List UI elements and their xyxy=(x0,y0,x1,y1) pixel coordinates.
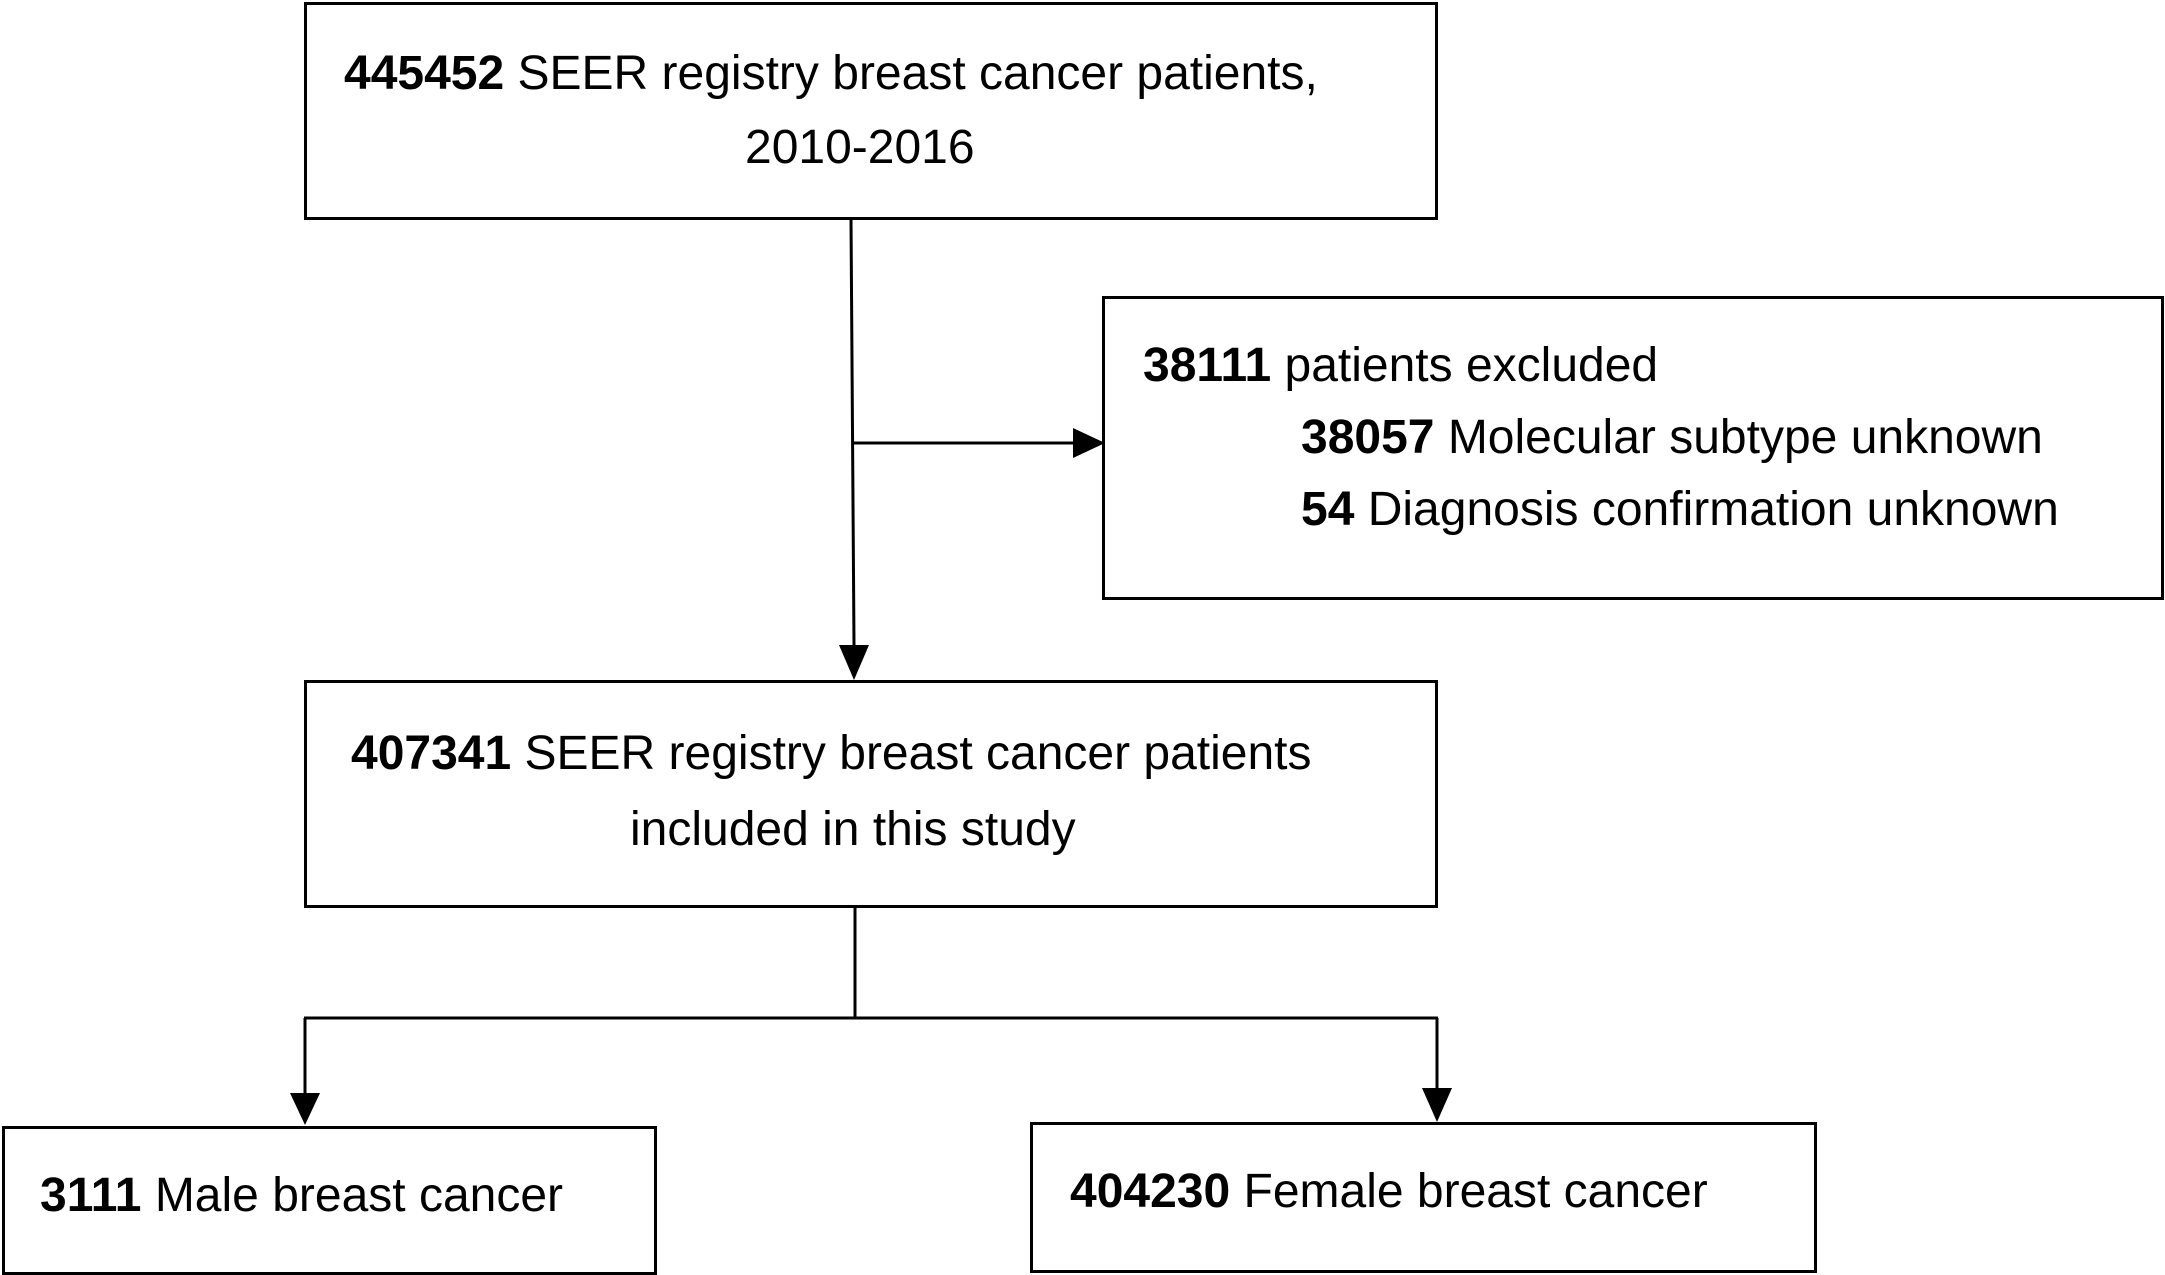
exclusion-reason-subtype: 38057 Molecular subtype unknown xyxy=(1301,414,2043,462)
excluded-total-text: patients excluded xyxy=(1271,339,1659,392)
total-patients-line1: 445452 SEER registry breast cancer patie… xyxy=(344,50,1318,98)
total-patients-years: 2010-2016 xyxy=(745,121,975,174)
total-patients-count: 445452 xyxy=(344,47,505,100)
female-breast-cancer-text: Female breast cancer xyxy=(1230,1165,1708,1218)
exclusion-reason-diagnosis-count: 54 xyxy=(1301,483,1355,536)
female-breast-cancer-count: 404230 xyxy=(1070,1165,1231,1218)
total-patients-text: SEER registry breast cancer patients, xyxy=(504,47,1318,100)
exclusion-reason-diagnosis-text: Diagnosis confirmation unknown xyxy=(1354,483,2059,536)
female-breast-cancer-box xyxy=(1030,1122,1817,1273)
arrow-to-excluded xyxy=(1073,428,1105,458)
arrow-to-male xyxy=(290,1093,320,1125)
male-breast-cancer-text: Male breast cancer xyxy=(141,1169,564,1222)
excluded-patients-box xyxy=(1102,296,2164,600)
exclusion-reason-diagnosis: 54 Diagnosis confirmation unknown xyxy=(1301,486,2059,534)
main-flow-line xyxy=(849,218,856,646)
included-patients-count: 407341 xyxy=(351,727,512,780)
male-breast-cancer-count: 3111 xyxy=(40,1169,142,1222)
exclusion-reason-subtype-text: Molecular subtype unknown xyxy=(1434,411,2043,464)
included-patients-line2: included in this study xyxy=(630,803,1076,856)
excluded-total-count: 38111 xyxy=(1143,339,1272,392)
included-patients-text: SEER registry breast cancer patients xyxy=(511,727,1312,780)
exclusion-reason-subtype-count: 38057 xyxy=(1301,411,1435,464)
included-patients-box xyxy=(304,680,1438,908)
arrow-to-included xyxy=(839,645,869,680)
arrow-to-female xyxy=(1422,1088,1452,1122)
total-patients-box xyxy=(304,2,1438,220)
included-patients-line1: 407341 SEER registry breast cancer patie… xyxy=(351,730,1312,778)
male-breast-cancer-label: 3111 Male breast cancer xyxy=(40,1172,563,1220)
excluded-total-line: 38111 patients excluded xyxy=(1143,342,1658,390)
female-breast-cancer-label: 404230 Female breast cancer xyxy=(1070,1168,1708,1216)
male-breast-cancer-box xyxy=(2,1126,657,1275)
